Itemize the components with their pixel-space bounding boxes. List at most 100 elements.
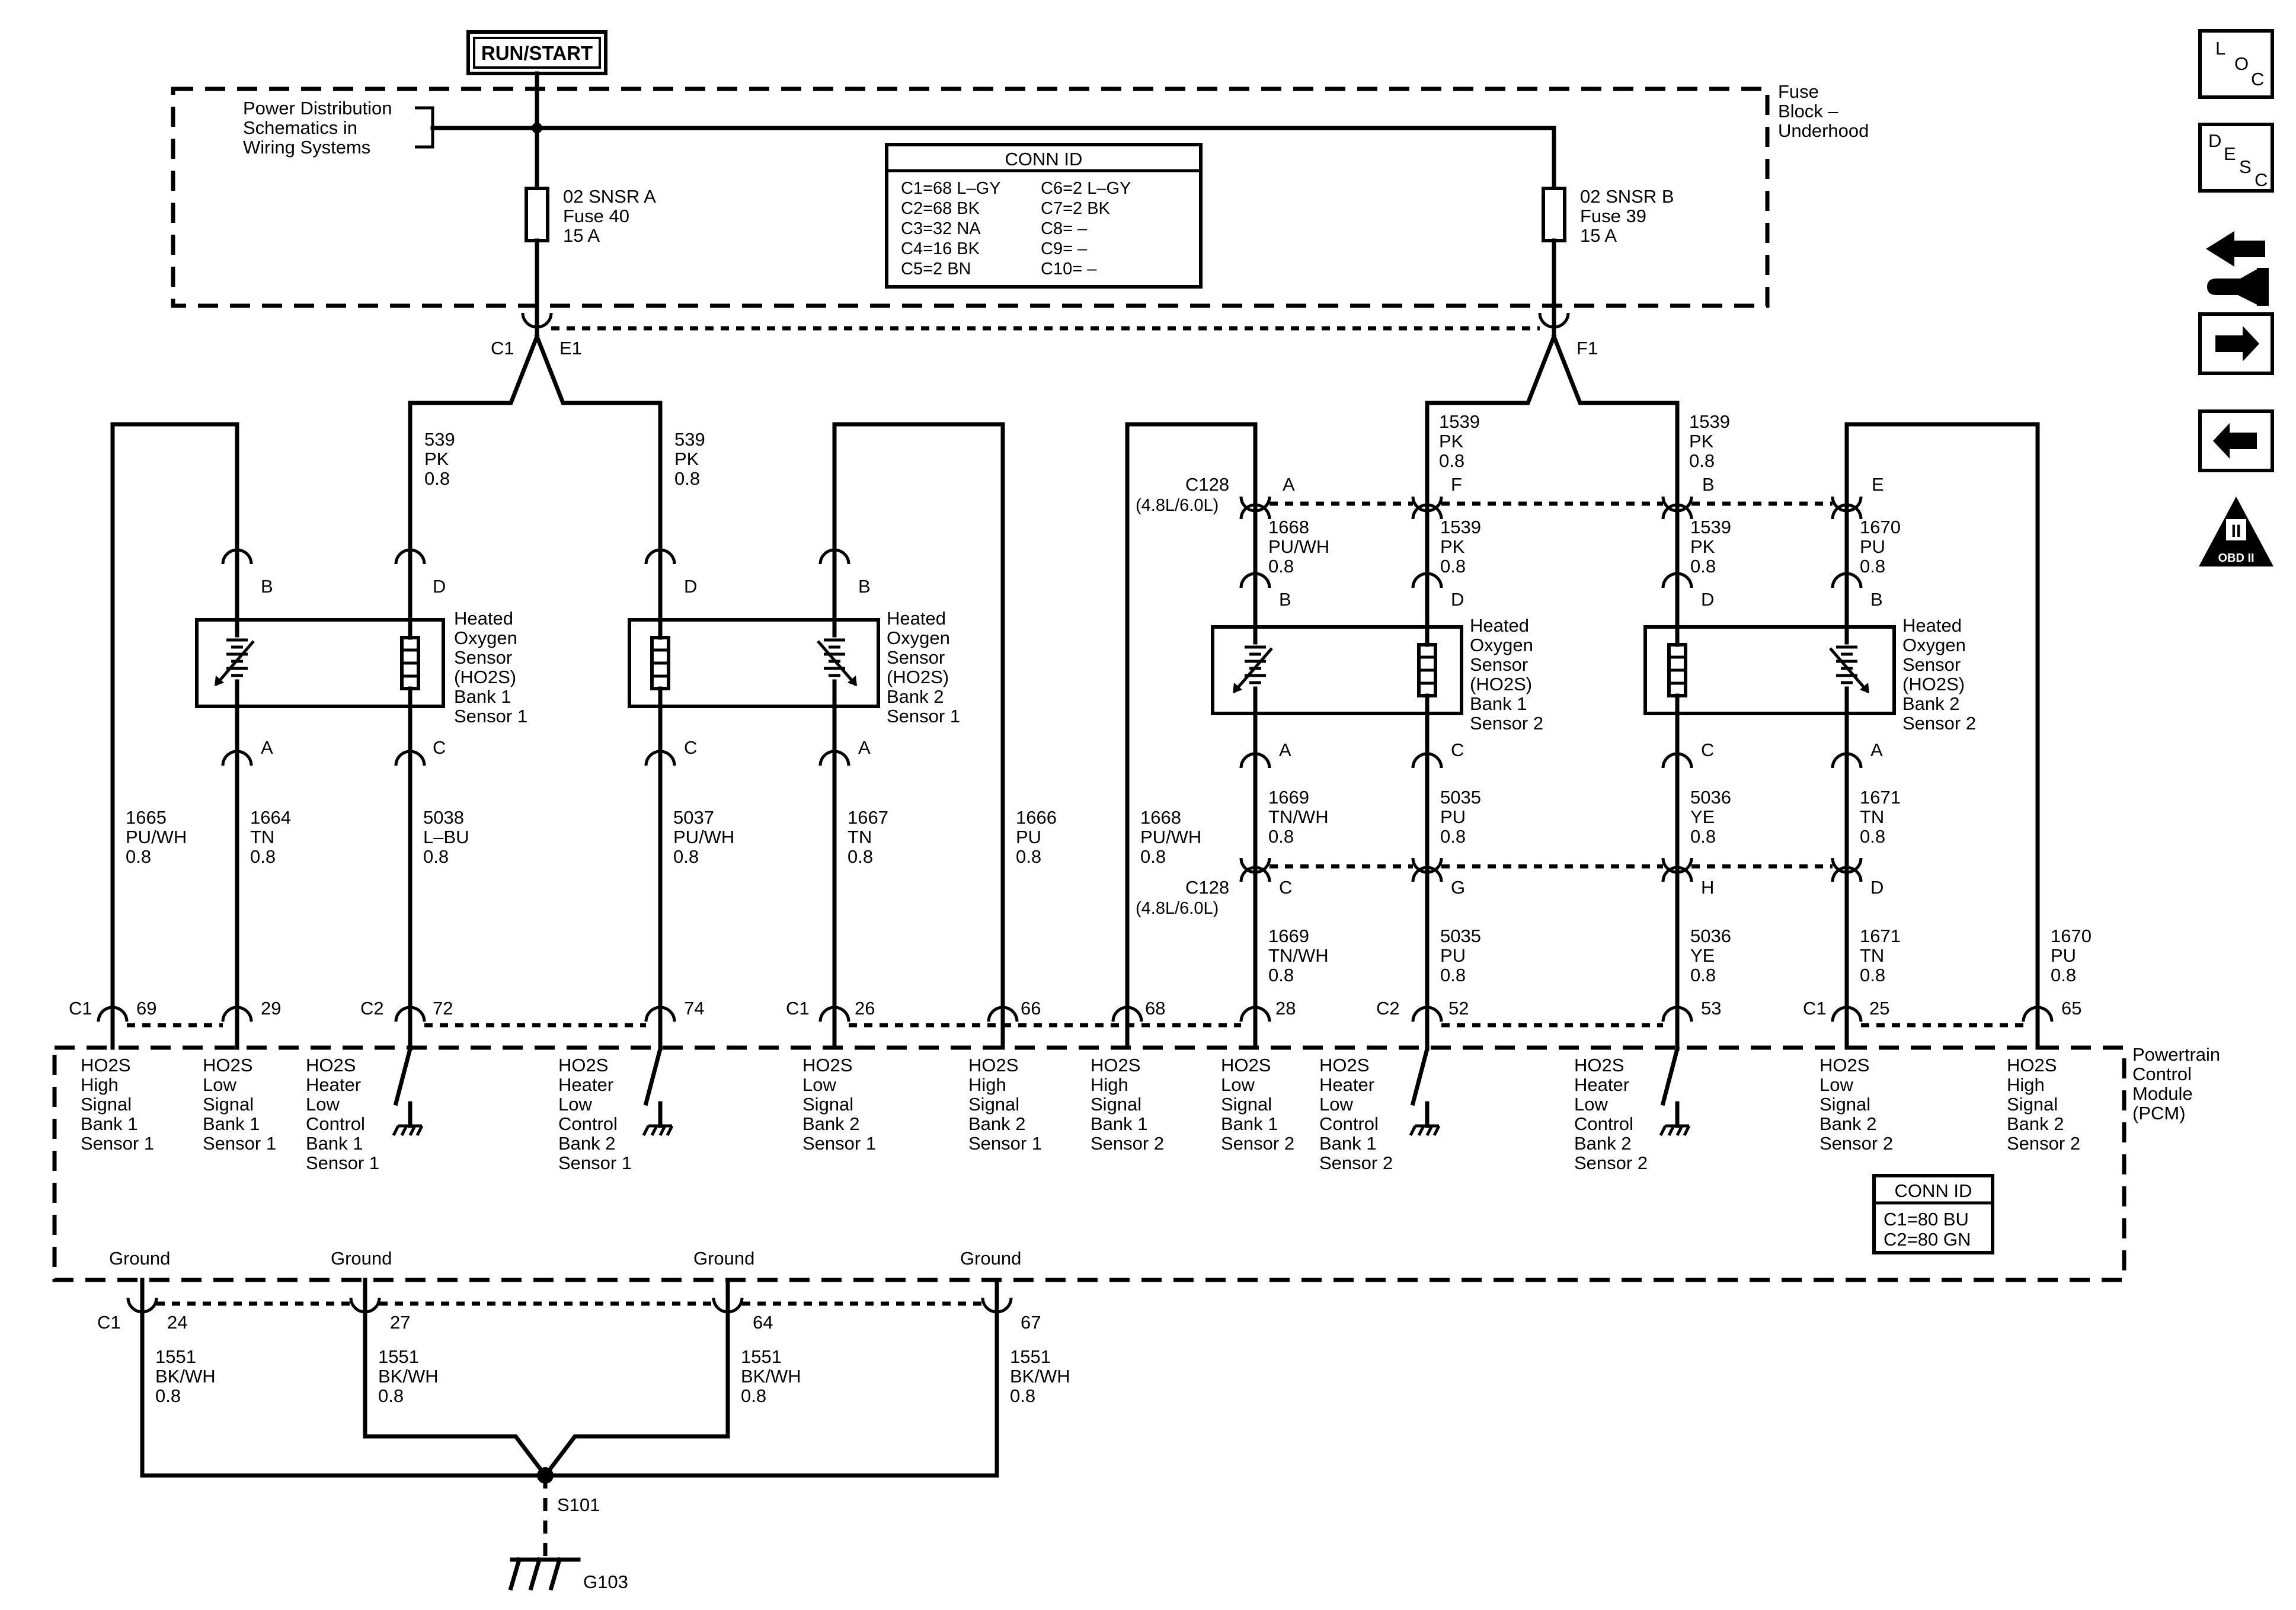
svg-text:TN/WH: TN/WH [1268,806,1329,827]
wire-label: 0.8 [1439,450,1464,471]
wire-labels-c128-upper: 1668 PU/WH 0.8 1539 PK 0.8 1539 PK 0.8 1… [1268,517,1901,577]
svg-text:PU: PU [2051,945,2076,966]
run-start-box: RUN/START [466,30,607,75]
svg-text:HO2S: HO2S [306,1055,356,1076]
svg-text:BK/WH: BK/WH [741,1366,801,1387]
pin-label: B [261,576,273,597]
connector-f1 [1538,312,1570,339]
c128-note: (4.8L/6.0L) [1136,496,1219,515]
svg-text:1670: 1670 [1860,517,1901,537]
svg-text:C1: C1 [69,998,92,1019]
sensor2-upper-connectors [1239,572,1863,588]
fuse-block-label-3: Underhood [1778,120,1869,141]
previous-page-button[interactable] [2198,409,2274,472]
svg-text:0.8: 0.8 [1440,965,1466,985]
obd-ii-icon[interactable]: II OBD II [2199,497,2273,566]
pcm-signal-hi-b2s2: HO2S High Signal Bank 2 Sensor 2 [2007,1055,2080,1154]
svg-text:BK/WH: BK/WH [378,1366,439,1387]
pin-label: A [858,737,871,758]
svg-text:Low: Low [203,1074,236,1095]
svg-text:1551: 1551 [378,1346,419,1367]
next-page-button[interactable] [2198,312,2274,375]
svg-text:Sensor 2: Sensor 2 [1221,1133,1294,1154]
svg-text:C2: C2 [1376,998,1400,1019]
connector-view-icon[interactable] [2206,231,2269,306]
svg-text:Sensor 1: Sensor 1 [454,706,527,726]
svg-text:HO2S: HO2S [81,1055,130,1076]
svg-text:52: 52 [1448,998,1469,1019]
svg-text:Sensor 1: Sensor 1 [968,1133,1042,1154]
pin-label: A [261,737,273,758]
svg-text:Low: Low [558,1094,592,1115]
svg-text:26: 26 [855,998,875,1019]
ground-label: Ground [693,1248,754,1269]
loc-button[interactable]: L O C [2198,29,2274,99]
svg-text:Bank 1: Bank 1 [1221,1113,1278,1134]
svg-text:C1: C1 [1803,998,1827,1019]
pcm-signal-hi-b1s2: HO2S High Signal Bank 1 Sensor 2 [1091,1055,1164,1154]
pcm-signal-hi-b1s1: HO2S High Signal Bank 1 Sensor 1 [81,1055,154,1154]
conn-id-entry: C1=68 L–GY [901,179,1000,198]
connector-c128-lower [1239,857,1863,882]
fuse-a-amps: 15 A [563,225,600,246]
svg-text:HO2S: HO2S [1091,1055,1140,1076]
svg-text:Signal: Signal [1221,1094,1272,1115]
svg-text:0.8: 0.8 [741,1385,766,1406]
pin-label: C [684,737,697,758]
svg-text:1668: 1668 [1268,517,1309,537]
svg-text:O: O [2234,53,2249,74]
svg-text:C: C [2251,69,2264,89]
svg-text:Control: Control [1574,1113,1633,1134]
pcm-signal-lo-b1s1: HO2S Low Signal Bank 1 Sensor 1 [203,1055,276,1154]
power-splice-dot [532,123,542,133]
pin-label: D [684,576,697,597]
wire-label: PK [674,449,699,469]
svg-text:0.8: 0.8 [1440,826,1466,847]
svg-text:1551: 1551 [155,1346,196,1367]
ground-label: Ground [109,1248,170,1269]
svg-text:0.8: 0.8 [1268,965,1294,985]
sensor-label-b1s2: Heated Oxygen Sensor (HO2S) Bank 1 Senso… [1470,615,1543,734]
svg-text:TN/WH: TN/WH [1268,945,1329,966]
svg-text:1551: 1551 [741,1346,782,1367]
sensor-label-b2s1: Heated Oxygen Sensor (HO2S) Bank 2 Senso… [887,608,960,726]
svg-text:0.8: 0.8 [155,1385,181,1406]
sensor1-upper-connectors [221,548,850,622]
wire-label: 1539 [1439,411,1480,432]
conn-id-entry: C2=68 BK [901,199,980,218]
svg-text:Sensor 1: Sensor 1 [558,1153,632,1173]
svg-text:Low: Low [1221,1074,1255,1095]
desc-button[interactable]: D E S C [2198,123,2274,193]
conn-id-entry: C7=2 BK [1041,199,1111,218]
pcm-label: Control [2132,1064,2192,1084]
svg-text:HO2S: HO2S [2007,1055,2057,1076]
svg-text:Bank 1: Bank 1 [1091,1113,1148,1134]
svg-text:Heated: Heated [1470,615,1529,636]
pin-label: B [1702,474,1715,495]
wire-1539-left [1425,334,1557,506]
svg-text:0.8: 0.8 [1860,965,1885,985]
pds-bracket [415,106,434,149]
wire-1668 [1125,422,1258,1010]
pin-label: A [1279,740,1291,760]
svg-text:Bank 2: Bank 2 [558,1133,616,1154]
svg-text:25: 25 [1869,998,1889,1019]
svg-text:0.8: 0.8 [250,846,276,867]
wire-label: PK [424,449,449,469]
svg-text:Low: Low [306,1094,340,1115]
svg-text:Oxygen: Oxygen [1470,635,1533,655]
fuse-b-name: 02 SNSR B [1580,186,1674,207]
wire-label: 0.8 [424,468,450,489]
svg-text:Signal: Signal [81,1094,132,1115]
pcm-label: Module [2132,1083,2193,1104]
pin-label: F [1451,474,1462,495]
label-e1: E1 [559,338,582,359]
svg-text:C2: C2 [360,998,384,1019]
heater-driver-switch [392,1005,424,1137]
pin-label: D [1701,589,1714,610]
svg-text:1665: 1665 [126,807,167,828]
svg-text:66: 66 [1021,998,1041,1019]
svg-text:Heater: Heater [1574,1074,1629,1095]
pcm-signal-lo-b2s1: HO2S Low Signal Bank 2 Sensor 1 [802,1055,876,1154]
svg-text:HO2S: HO2S [802,1055,852,1076]
